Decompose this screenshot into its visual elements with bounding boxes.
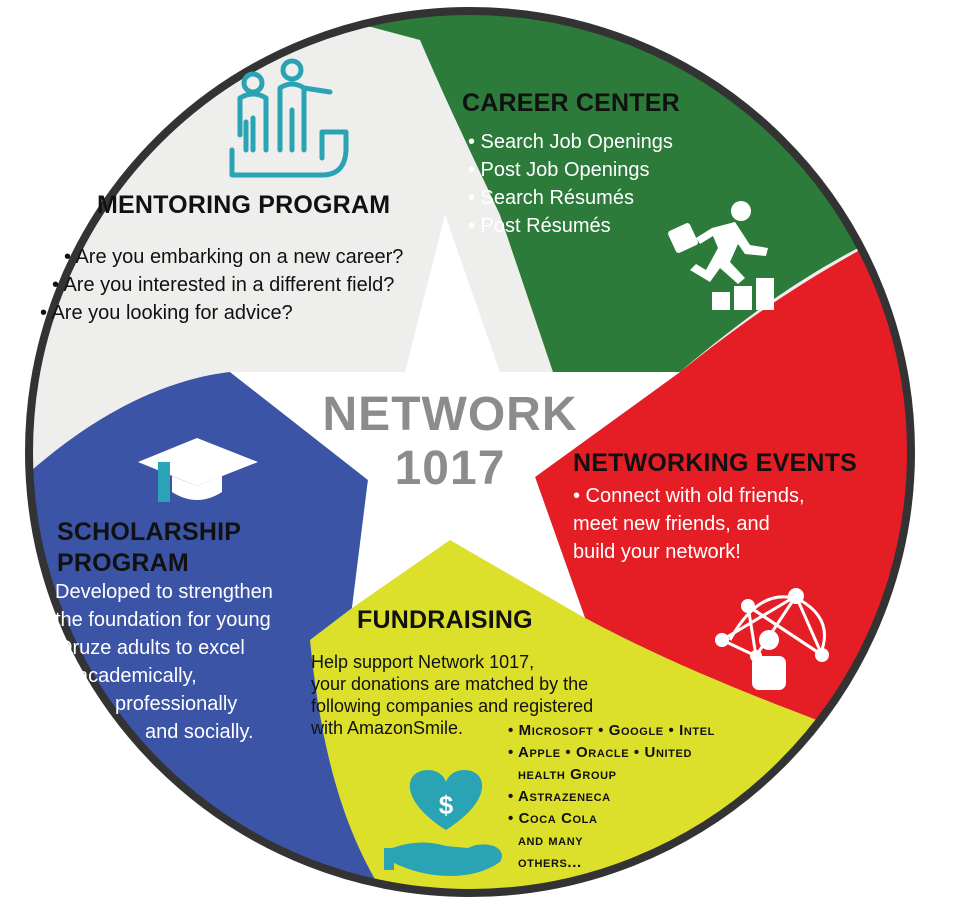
list-item: • Are you interested in a different fiel… — [52, 274, 395, 296]
segment-networking — [535, 200, 911, 760]
career-bullets: • Search Job Openings • Post Job Opening… — [468, 128, 673, 240]
center-star — [230, 215, 680, 618]
company-line: • Astrazeneca — [508, 788, 611, 805]
list-item: • Search Résumés — [468, 187, 634, 209]
scholarship-line: and socially. — [145, 721, 254, 743]
center-title-line1: NETWORK — [322, 388, 578, 441]
fundraising-line: with AmazonSmile. — [311, 718, 464, 738]
network-person-icon — [715, 588, 829, 690]
networking-text: • Connect with old friends, meet new fri… — [573, 482, 805, 566]
scholarship-title-line2: PROGRAM — [57, 549, 189, 577]
list-item: • Are you looking for advice? — [40, 302, 293, 324]
mentoring-bullets: • Are you embarking on a new career? • A… — [40, 243, 440, 327]
networking-line: meet new friends, and — [573, 513, 770, 535]
fundraising-line: Help support Network 1017, — [311, 652, 535, 672]
scholarship-text: Developed to strengthen the foundation f… — [55, 578, 273, 746]
scholarship-line: Druze adults to excel — [58, 637, 245, 659]
scholarship-title: SCHOLARSHIP PROGRAM — [57, 517, 241, 579]
company-line: health Group — [518, 766, 617, 783]
fundraising-companies: • Microsoft • Google • Intel • Apple • O… — [508, 720, 715, 874]
svg-text:$: $ — [439, 790, 454, 820]
list-item: • Search Job Openings — [468, 131, 673, 153]
scholarship-line: the foundation for young — [55, 609, 271, 631]
mentor-people-icon — [229, 58, 349, 178]
networking-title: NETWORKING EVENTS — [573, 449, 857, 477]
company-line: and many — [518, 832, 584, 849]
scholarship-line: professionally — [115, 693, 238, 715]
center-title-line2: 1017 — [394, 442, 506, 495]
scholarship-line: academically, — [77, 665, 197, 687]
list-item: • Post Résumés — [468, 215, 611, 237]
scholarship-line: Developed to strengthen — [55, 581, 273, 603]
center-title: NETWORK 1017 — [300, 388, 600, 496]
list-item: • Post Job Openings — [468, 159, 650, 181]
runner-stairs-icon — [668, 201, 774, 310]
mentoring-title: MENTORING PROGRAM — [97, 191, 391, 219]
circle-outline — [25, 7, 915, 897]
company-line: • Apple • Oracle • United — [508, 744, 692, 761]
company-line: others... — [518, 854, 582, 871]
networking-line: • Connect with old friends, — [573, 485, 805, 507]
scholarship-title-line1: SCHOLARSHIP — [57, 518, 242, 546]
fundraising-line: your donations are matched by the — [311, 674, 589, 694]
career-title: CAREER CENTER — [462, 89, 680, 117]
fundraising-line: following companies and registered — [311, 696, 594, 716]
company-line: • Coca Cola — [508, 810, 598, 827]
fundraising-text: Help support Network 1017, your donation… — [311, 651, 593, 739]
list-item: • Are you embarking on a new career? — [64, 246, 404, 268]
graduation-cap-icon — [138, 438, 258, 502]
fundraising-title: FUNDRAISING — [357, 606, 533, 634]
company-line: • Microsoft • Google • Intel — [508, 722, 715, 739]
networking-line: build your network! — [573, 541, 741, 563]
heart-dollar-hand-icon: $ — [384, 770, 502, 876]
